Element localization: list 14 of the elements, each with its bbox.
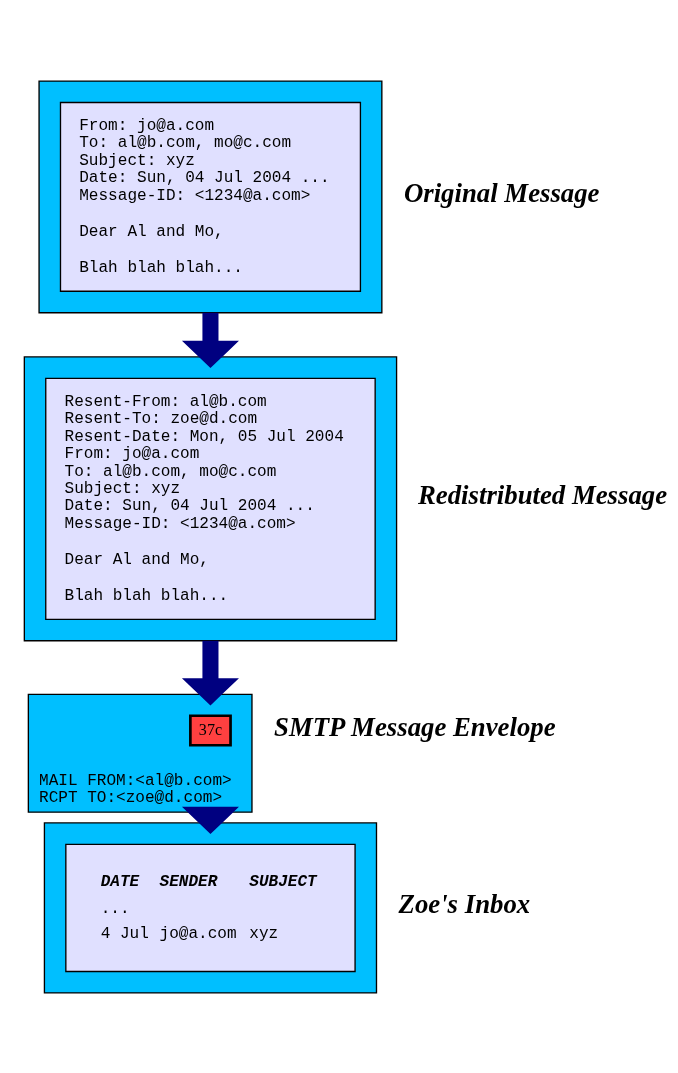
node-box: Resent-From: al@b.com Resent-To: zoe@d.com Resent-Date: Mon, 05 Jul 2004 From: jo@a.com To: al@b.com, mo@c.com Subject: xyz Date: Sun, 04 Jul 2004 ... Message-ID: <1234@a.com> Dear Al and Mo, Blah blah blah... bbox=[45, 377, 376, 620]
cluster bbox=[38, 79, 383, 313]
node-label: SMTP Message Envelope bbox=[274, 711, 556, 742]
node-label: Original Message bbox=[403, 177, 600, 208]
cluster bbox=[23, 355, 398, 641]
node-box: DATE SENDER SUBJECT ... 4 Jul jo@a.com xyz bbox=[65, 843, 356, 972]
arrow bbox=[181, 640, 239, 705]
node-label: Redistributed Message bbox=[418, 479, 668, 510]
cluster bbox=[43, 821, 378, 994]
node-box: 37c bbox=[189, 713, 232, 747]
arrow bbox=[181, 312, 239, 368]
node-box: From: jo@a.com To: al@b.com, mo@c.com Subject: xyz Date: Sun, 04 Jul 2004 ... Message-ID: <1234@a.com> Dear Al and Mo, Blah blah blah... bbox=[59, 101, 362, 292]
node-label: Zoe's Inbox bbox=[398, 888, 531, 919]
arrow bbox=[181, 806, 239, 834]
